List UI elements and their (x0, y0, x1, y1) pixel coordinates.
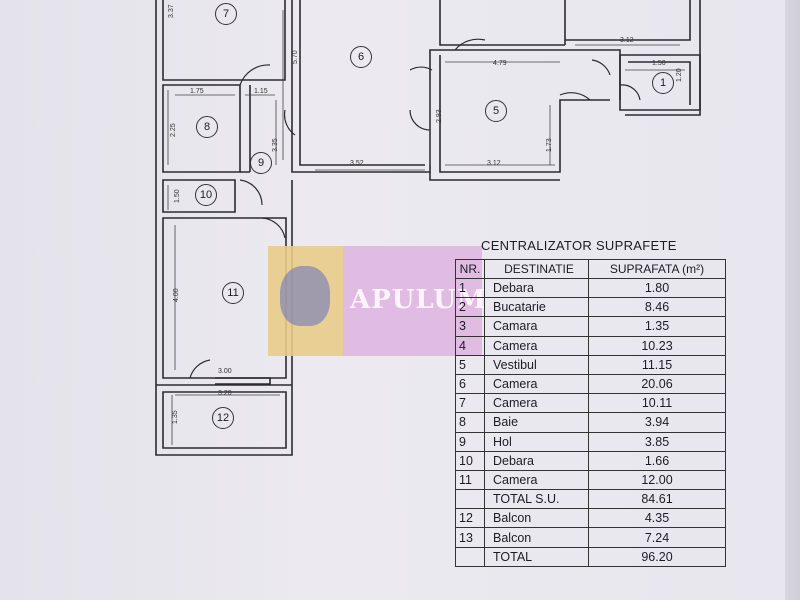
dimension-label: 3.52 (350, 160, 364, 167)
row-suprafata: 12.00 (588, 469, 726, 491)
room-number: 12 (212, 407, 234, 429)
dimension-label: 2.93 (436, 109, 443, 123)
row-destinatie: Camera (484, 469, 589, 491)
dimension-label: 5.70 (292, 50, 299, 64)
room-number: 11 (222, 282, 244, 304)
row-destinatie: Baie (484, 412, 589, 433)
room-number: 1 (652, 72, 674, 94)
row-destinatie: Debara (484, 277, 589, 299)
row-destinatie: Balcon (484, 508, 589, 529)
dimension-label: 1.50 (652, 60, 666, 67)
row-suprafata: 1.35 (588, 316, 726, 337)
row-suprafata: 84.61 (588, 489, 726, 510)
dimension-label: 3.12 (620, 37, 634, 44)
header-suprafata: SUPRAFATA (m²) (588, 259, 726, 279)
row-suprafata: 7.24 (588, 527, 726, 548)
dimension-label: 4.79 (493, 60, 507, 67)
table-title: CENTRALIZATOR SUPRAFETE (481, 238, 677, 253)
room-number: 10 (195, 184, 217, 206)
header-destinatie: DESTINATIE (484, 259, 589, 279)
dimension-label: 2.25 (170, 123, 177, 137)
table-header-row: NR. DESTINATIE SUPRAFATA (m²) (455, 259, 726, 279)
row-nr: 3 (455, 316, 485, 337)
room-number: 8 (196, 116, 218, 138)
row-nr (455, 489, 485, 510)
row-destinatie: TOTAL (484, 546, 589, 567)
room-number: 6 (350, 46, 372, 68)
row-destinatie: Camera (484, 335, 589, 356)
row-destinatie: Debara (484, 450, 589, 471)
row-nr: 13 (455, 527, 485, 548)
row-nr: 5 (455, 354, 485, 375)
paper-edge (785, 0, 800, 600)
row-destinatie: Camera (484, 393, 589, 414)
row-suprafata: 8.46 (588, 297, 726, 318)
dimension-label: 3.35 (272, 138, 279, 152)
row-suprafata: 1.80 (588, 277, 726, 299)
dimension-label: 3.12 (487, 160, 501, 167)
dimension-label: 4.00 (173, 288, 180, 302)
dimension-label: 3.00 (218, 368, 232, 375)
row-nr: 12 (455, 508, 485, 529)
header-nr: NR. (455, 259, 485, 279)
table-row: TOTAL S.U.84.61 (455, 489, 726, 510)
row-nr: 4 (455, 335, 485, 356)
row-nr: 10 (455, 450, 485, 471)
row-destinatie: Hol (484, 431, 589, 452)
row-suprafata: 1.66 (588, 450, 726, 471)
dimension-label: 1.73 (546, 138, 553, 152)
dimension-label: 1.75 (190, 88, 204, 95)
room-number: 7 (215, 3, 237, 25)
row-destinatie: Vestibul (484, 354, 589, 375)
row-suprafata: 4.35 (588, 508, 726, 529)
row-destinatie: Camara (484, 316, 589, 337)
row-suprafata: 10.11 (588, 393, 726, 414)
row-destinatie: Bucatarie (484, 297, 589, 318)
dimension-label: 1.35 (172, 410, 179, 424)
row-nr: 7 (455, 393, 485, 414)
row-nr: 9 (455, 431, 485, 452)
room-number: 9 (250, 152, 272, 174)
dimension-label: 1.20 (676, 68, 683, 82)
dimension-label: 3.20 (218, 390, 232, 397)
dimension-label: 3.37 (168, 4, 175, 18)
row-suprafata: 96.20 (588, 546, 726, 567)
row-nr: 1 (455, 277, 485, 299)
row-nr: 11 (455, 469, 485, 491)
dimension-label: 1.15 (254, 88, 268, 95)
row-suprafata: 3.94 (588, 412, 726, 433)
row-suprafata: 3.85 (588, 431, 726, 452)
row-destinatie: TOTAL S.U. (484, 489, 589, 510)
row-suprafata: 20.06 (588, 373, 726, 395)
row-nr (455, 546, 485, 567)
row-destinatie: Camera (484, 373, 589, 395)
row-nr: 2 (455, 297, 485, 318)
row-nr: 8 (455, 412, 485, 433)
row-nr: 6 (455, 373, 485, 395)
row-suprafata: 10.23 (588, 335, 726, 356)
row-suprafata: 11.15 (588, 354, 726, 375)
row-destinatie: Balcon (484, 527, 589, 548)
room-number: 5 (485, 100, 507, 122)
dimension-label: 1.50 (174, 189, 181, 203)
watermark-logo (268, 246, 343, 356)
